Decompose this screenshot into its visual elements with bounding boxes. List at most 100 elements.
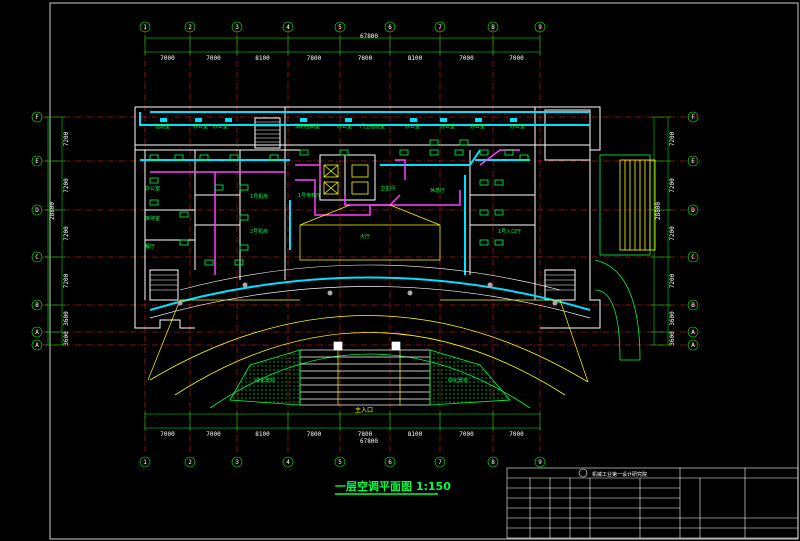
room-label: 1号机房 — [250, 193, 268, 200]
room-label: 消防控制室 — [295, 123, 320, 130]
axis-bubble-label: 6 — [388, 459, 392, 466]
axis-bubble-label: 4 — [286, 24, 290, 31]
dimension-label: 7200 — [63, 226, 70, 241]
room-label: 接待室 — [145, 215, 160, 222]
axis-grid — [42, 28, 700, 452]
room-labels: 值班室 办公室 办公室 消防控制室 办公室 门卫值班室 办公室 办公室 办公室 … — [145, 123, 525, 414]
room-label: 办公室 — [145, 185, 160, 192]
axis-bubble-label: 6 — [388, 24, 392, 31]
axis-bubble-label: 7 — [438, 24, 442, 31]
axis-bubble-label: C — [35, 254, 39, 261]
dimension-label: 3600 — [63, 311, 70, 326]
ac-unit — [504, 149, 514, 156]
axis-bubble-label: E — [691, 158, 695, 165]
elevator-shafts — [323, 164, 369, 195]
axis-bubble — [687, 251, 699, 263]
axis-bubble — [231, 456, 243, 468]
ac-unit — [429, 149, 439, 156]
air-outlet — [475, 118, 482, 122]
axis-bubble-label: 9 — [538, 459, 542, 466]
air-outlet — [225, 118, 232, 122]
axis-bubble — [184, 21, 196, 33]
ac-unit — [239, 214, 249, 221]
dimension-label: 7000 — [160, 55, 175, 62]
ac-unit — [494, 239, 504, 246]
ac-unit — [239, 244, 249, 251]
axis-bubble — [231, 21, 243, 33]
axis-bubble — [31, 299, 43, 311]
room-label: 2号机房 — [250, 228, 268, 235]
dimension-label: 7000 — [160, 431, 175, 438]
dimension-label: 7800 — [358, 55, 373, 62]
axis-bubble-label: 8 — [491, 24, 495, 31]
ac-unit — [214, 184, 224, 191]
air-outlet — [410, 118, 417, 122]
axis-bubble — [384, 456, 396, 468]
room-label: 餐厅 — [145, 243, 155, 250]
drawing-frame — [49, 2, 799, 540]
axis-bubble — [687, 299, 699, 311]
axis-bubble-label: B — [35, 302, 39, 309]
axis-bubble — [687, 339, 699, 351]
axis-bubble-label: F — [691, 114, 695, 121]
dimension-label: 7800 — [307, 55, 322, 62]
ac-unit — [234, 259, 244, 266]
dimension-label: 7000 — [509, 55, 524, 62]
axis-bubble-label: 5 — [338, 24, 342, 31]
room-label: 1号入口厅 — [498, 229, 521, 235]
axis-bubble-label: 3 — [235, 459, 239, 466]
dimension-label: 3600 — [669, 311, 676, 326]
dimension-label: 7000 — [206, 431, 221, 438]
right-planter — [429, 349, 511, 406]
ac-unit — [399, 149, 409, 156]
dimension-label: 7200 — [669, 178, 676, 193]
axis-bubble-label: D — [691, 207, 695, 214]
room-label: 办公室 — [510, 123, 525, 130]
axis-bubble — [534, 456, 546, 468]
ac-unit — [229, 154, 239, 161]
axis-bubble — [31, 204, 43, 216]
bottom-total-dimension: 67800 — [360, 438, 378, 445]
entrance-label: 主入口 — [355, 406, 373, 414]
dimension-label: 7800 — [358, 431, 373, 438]
dimension-total-label: 28800 — [49, 202, 56, 220]
axis-bubble-label: A — [35, 329, 39, 336]
axis-bubble-label: 2 — [188, 459, 192, 466]
planter-label: 绿化景观 — [255, 377, 275, 384]
axis-bubble — [282, 456, 294, 468]
top-total-dimension: 67800 — [360, 33, 378, 40]
ac-unit — [494, 179, 504, 186]
side-ramp — [594, 154, 656, 361]
dimension-label: 7200 — [669, 131, 676, 146]
lobby-curves — [147, 204, 591, 409]
dimension-label: 7000 — [206, 55, 221, 62]
ac-unit — [179, 239, 189, 246]
axis-bubble — [384, 21, 396, 33]
ac-unit — [339, 149, 349, 156]
air-outlet — [440, 118, 447, 122]
ac-unit — [479, 209, 489, 216]
ac-unit — [429, 139, 439, 146]
title-block-org: 机械工业第一设计研究院 — [592, 471, 647, 478]
axis-bubble — [534, 21, 546, 33]
dimension-label: 7800 — [307, 431, 322, 438]
axis-bubble — [687, 155, 699, 167]
axis-bubble-label: D — [35, 207, 39, 214]
axis-bubble — [687, 111, 699, 123]
room-label: 办公室 — [337, 123, 352, 130]
axis-bubble-label: 4 — [286, 459, 290, 466]
dimension-label: 7000 — [509, 431, 524, 438]
axis-bubble-label: F — [35, 114, 39, 121]
dimension-label: 7200 — [669, 226, 676, 241]
dimension-label: 7200 — [63, 273, 70, 288]
ac-unit — [479, 239, 489, 246]
dimension-label: 7200 — [63, 131, 70, 146]
axis-bubble-label: 8 — [491, 459, 495, 466]
axis-bubble — [334, 21, 346, 33]
axis-bubble — [139, 21, 151, 33]
axis-bubble — [687, 326, 699, 338]
axis-bubble — [31, 111, 43, 123]
